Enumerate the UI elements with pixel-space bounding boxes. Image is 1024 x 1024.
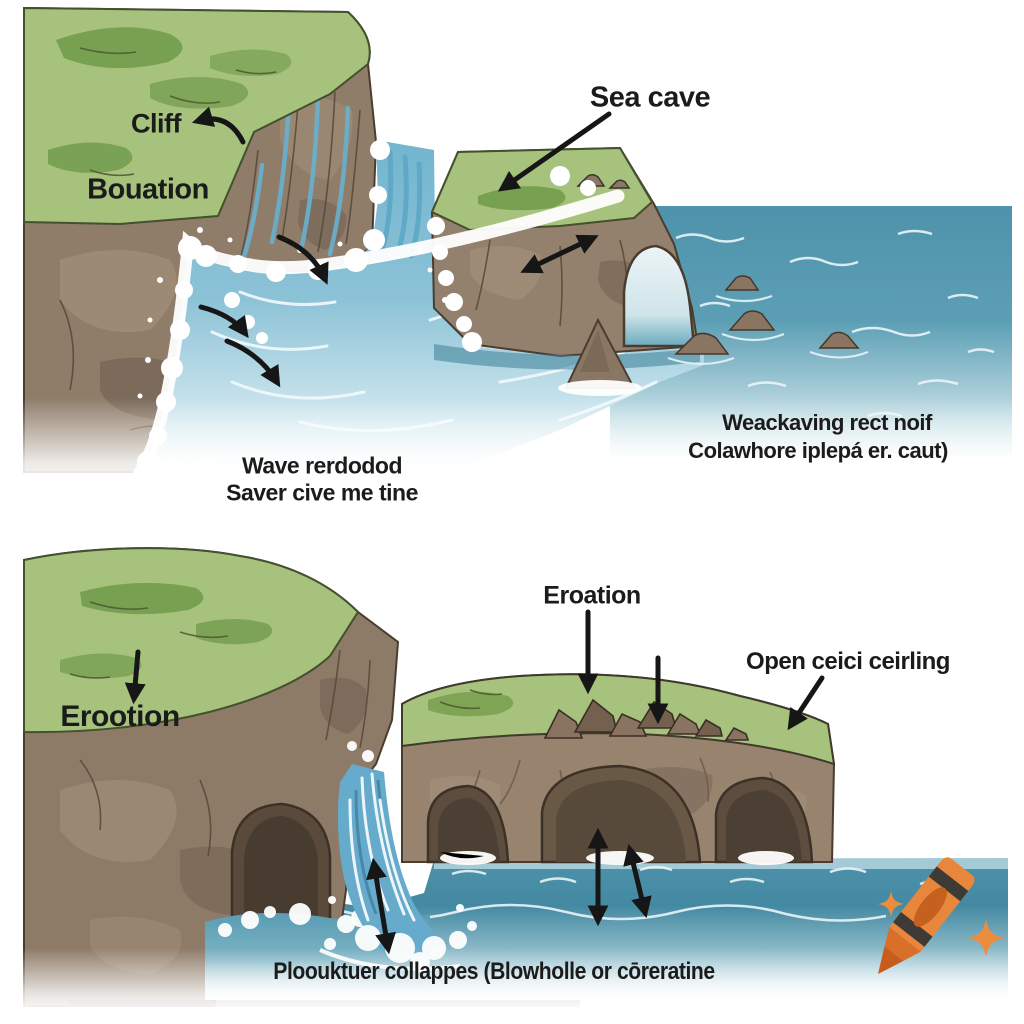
sea-arch-opening [622,244,696,348]
cliff-water-streaks [239,82,351,265]
sparkle-icon [878,891,904,917]
open-ceiling-arrow [787,675,825,731]
cliff-arrow [191,106,246,145]
top-panel-illustration [0,6,1024,510]
label-weathering-1: Weackaving rect noif [722,410,932,435]
wave-arrow-2 [198,304,249,339]
top-panel-arrows [191,106,612,388]
label-wave-caption-1: Wave rerdodod [241,452,403,479]
arch-double-arrow-2 [623,843,652,919]
label-wave-caption-2: Saver cive me tine [226,479,418,506]
sea-cave-arrow [497,111,612,192]
label-collapse-caption: Ploouktuer collappes (Blowholle or cōrer… [273,958,715,985]
bottom-panel-illustration [0,547,1024,1016]
cliff-face-double-arrow [520,234,599,274]
fallen-rocks [543,698,750,741]
sparkle-icon [967,919,1005,957]
label-sea-cave: Sea cave [589,81,711,114]
label-weathering-2: Colawhore iplepá er. caut) [688,438,948,463]
label-open-ceiling: Open ceici ceirling [746,648,950,675]
sea-stack [558,317,642,396]
wave-arrow-1 [276,234,329,285]
label-erosion-top: Eroation [543,581,641,610]
wave-channel [140,140,704,476]
waterfall-double-arrow [366,857,396,955]
headland-arches [401,673,836,865]
pebble [608,179,631,189]
crayon-tip [878,946,904,974]
label-plateau: Bouation [87,173,209,206]
bottom-panel-arrows [124,609,825,955]
label-erosion-left: Erootion [60,700,180,733]
wave-arrow-3 [224,338,281,388]
left-cliff-top [23,6,378,473]
offshore-rocks [667,275,869,366]
label-cliff: Cliff [131,108,181,139]
crayon-logo [878,857,1005,974]
erosion-left-arrow [124,649,146,705]
